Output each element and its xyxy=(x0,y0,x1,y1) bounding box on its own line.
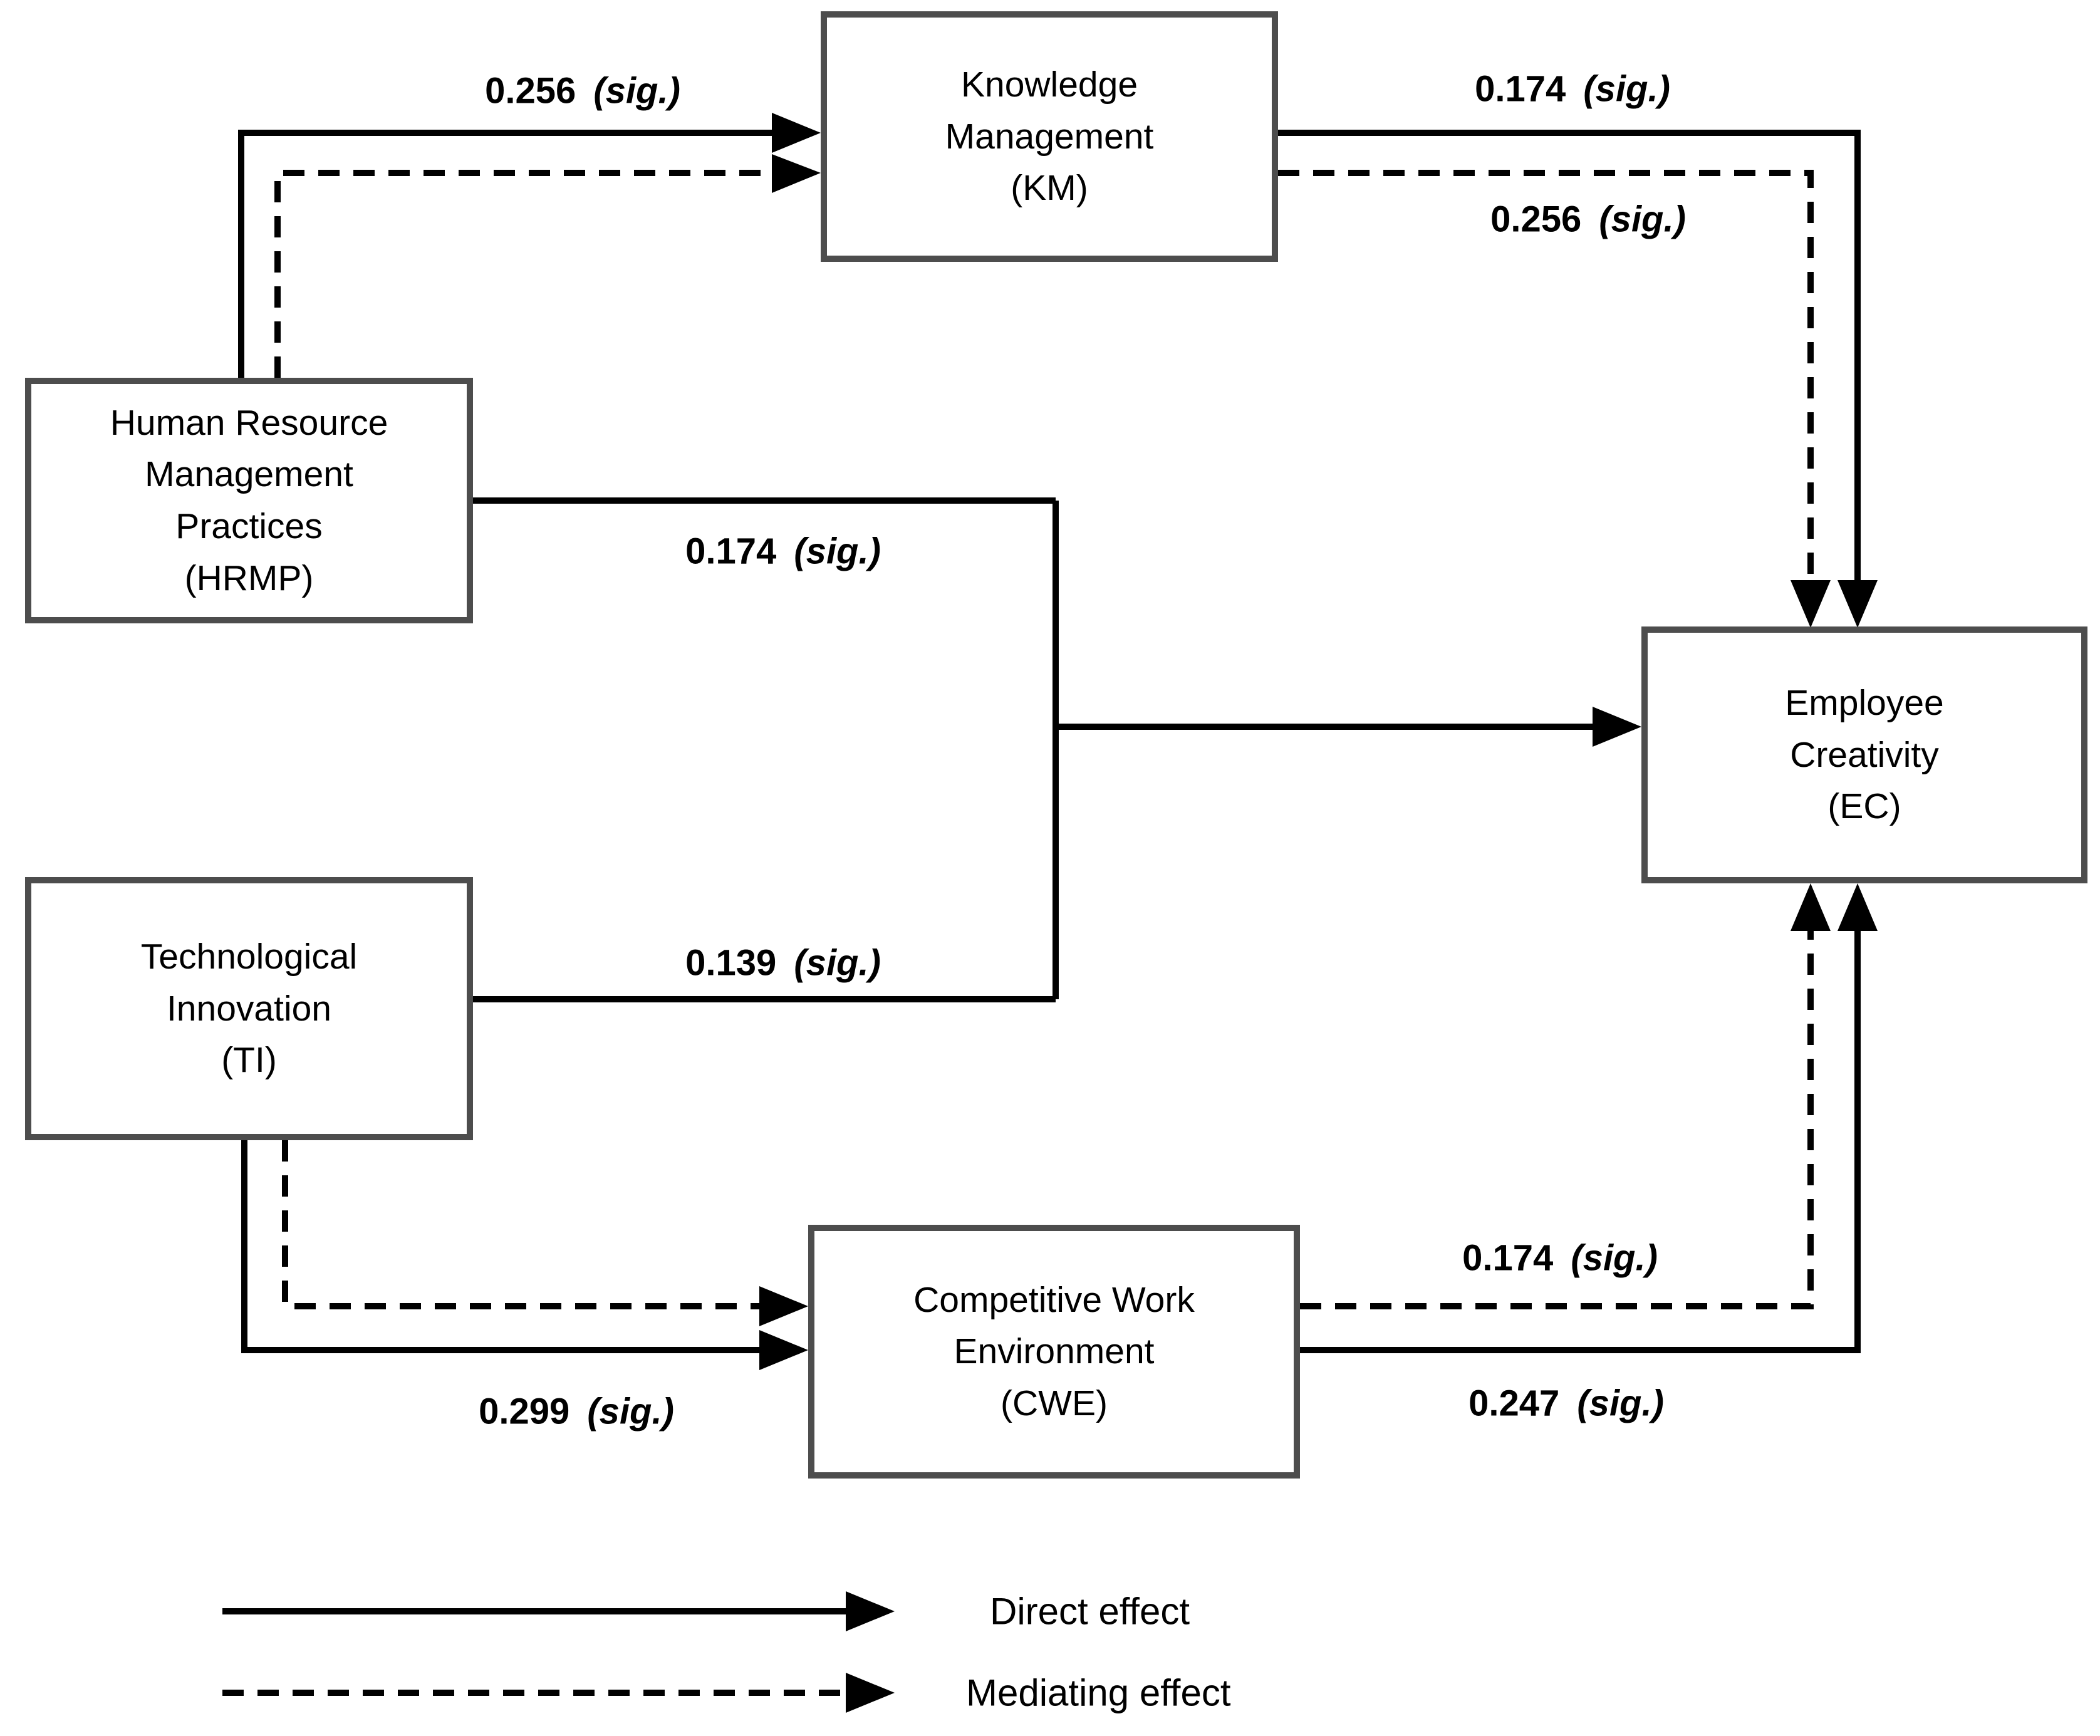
arrowhead-cwe-to-ec-solid xyxy=(1838,883,1878,931)
arrowhead-km-to-ec-solid xyxy=(1838,580,1878,628)
arrowhead-ti-to-cwe-dashed xyxy=(759,1286,808,1326)
node-hrmp: Human Resource Management Practices (HRM… xyxy=(25,378,473,623)
coefficient-km-ec-mediating: 0.256 (sig.) xyxy=(1490,199,1686,241)
arrowhead-cwe-to-ec-dashed xyxy=(1791,883,1831,931)
arrowhead-merge-to-ec xyxy=(1593,707,1641,747)
arrow-hrmp-to-km-solid xyxy=(238,130,780,378)
node-competitive-work-environment: Competitive Work Environment (CWE) xyxy=(808,1225,1300,1479)
coefficient-km-ec-direct-sig: (sig.) xyxy=(1583,68,1670,110)
coefficient-km-ec-mediating-value: 0.256 xyxy=(1490,199,1582,240)
node-knowledge-management: Knowledge Management (KM) xyxy=(821,11,1278,262)
arrowhead-km-to-ec-dashed xyxy=(1791,580,1831,628)
coefficient-cwe-ec-mediating-value: 0.174 xyxy=(1462,1237,1554,1279)
coefficient-ti-ec-value: 0.139 xyxy=(685,942,777,984)
coefficient-cwe-ec-mediating-sig: (sig.) xyxy=(1571,1237,1658,1279)
coefficient-ti-cwe-value: 0.299 xyxy=(479,1391,570,1432)
coefficient-ti-cwe-sig: (sig.) xyxy=(587,1391,674,1432)
coefficient-hrmp-ec-sig: (sig.) xyxy=(794,531,881,572)
coefficient-ti-ec: 0.139 (sig.) xyxy=(685,942,881,984)
coefficient-ti-cwe: 0.299 (sig.) xyxy=(479,1391,674,1433)
arrowhead-ti-to-cwe-solid xyxy=(759,1330,808,1370)
coefficient-hrmp-km-value: 0.256 xyxy=(485,70,576,112)
coefficient-cwe-ec-direct-sig: (sig.) xyxy=(1577,1383,1664,1424)
arrow-ti-to-cwe-dashed xyxy=(282,1140,767,1309)
arrowhead-hrmp-to-km-solid xyxy=(772,113,821,153)
coefficient-hrmp-km: 0.256 (sig.) xyxy=(485,70,680,112)
arrowhead-hrmp-to-km-dashed xyxy=(772,154,821,193)
coefficient-km-ec-mediating-sig: (sig.) xyxy=(1599,199,1686,240)
arrow-km-to-ec-solid xyxy=(1278,130,1861,589)
coefficient-cwe-ec-direct-value: 0.247 xyxy=(1468,1383,1560,1424)
node-knowledge-management-label: Knowledge Management (KM) xyxy=(945,65,1154,209)
coefficient-km-ec-direct-value: 0.174 xyxy=(1475,68,1566,110)
arrow-cwe-to-ec-dashed xyxy=(1300,922,1814,1309)
legend-direct-arrowhead xyxy=(846,1591,895,1631)
node-employee-creativity: Employee Creativity (EC) xyxy=(1641,626,2087,883)
coefficient-hrmp-ec: 0.174 (sig.) xyxy=(685,531,881,573)
coefficient-cwe-ec-direct: 0.247 (sig.) xyxy=(1468,1383,1664,1425)
legend-direct-effect-label: Direct effect xyxy=(990,1590,1190,1633)
arrow-ti-to-cwe-solid xyxy=(241,1140,767,1353)
legend-mediating-arrowhead xyxy=(846,1673,895,1713)
node-technological-innovation: Technological Innovation (TI) xyxy=(25,877,473,1140)
coefficient-cwe-ec-mediating: 0.174 (sig.) xyxy=(1462,1237,1658,1279)
coefficient-ti-ec-sig: (sig.) xyxy=(794,942,881,984)
arrow-km-to-ec-dashed xyxy=(1278,170,1814,589)
coefficient-hrmp-km-sig: (sig.) xyxy=(593,70,680,112)
node-technological-innovation-label: Technological Innovation (TI) xyxy=(140,937,358,1081)
arrow-hrmp-to-km-dashed xyxy=(274,170,780,378)
node-hrmp-label: Human Resource Management Practices (HRM… xyxy=(110,402,388,598)
coefficient-hrmp-ec-value: 0.174 xyxy=(685,531,777,572)
legend-mediating-effect-label: Mediating effect xyxy=(966,1671,1231,1714)
arrow-cwe-to-ec-solid xyxy=(1300,922,1861,1353)
coefficient-km-ec-direct: 0.174 (sig.) xyxy=(1475,68,1670,110)
node-competitive-work-environment-label: Competitive Work Environment (CWE) xyxy=(913,1279,1195,1423)
node-employee-creativity-label: Employee Creativity (EC) xyxy=(1785,683,1944,827)
